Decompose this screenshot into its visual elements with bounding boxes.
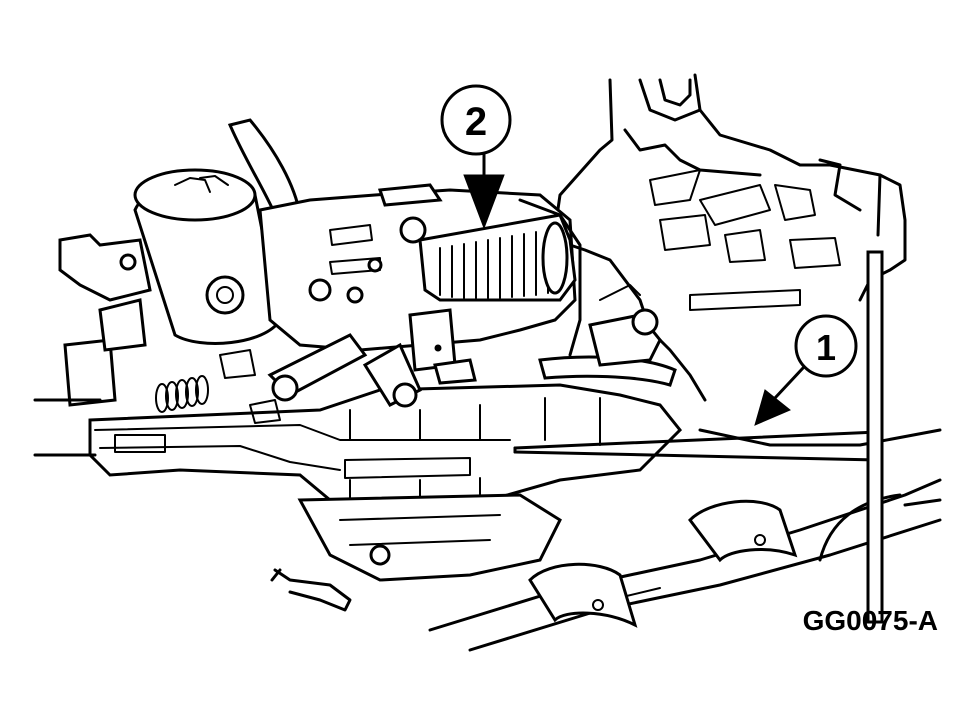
link-pin-right — [392, 382, 418, 408]
callout-arrows — [463, 148, 805, 426]
alignment-tool — [513, 250, 884, 624]
callout-2-arrowhead — [463, 174, 505, 230]
lock-cylinder-housing — [133, 118, 302, 345]
clamp-bolt-hole — [592, 599, 604, 611]
callout-1-arrowhead — [754, 389, 791, 426]
clamp-bolt-hole — [754, 534, 766, 546]
callout-2-circle — [440, 84, 512, 156]
lower-body-block — [270, 493, 562, 612]
figure-id: GG0075-A — [803, 605, 938, 636]
cylinder-pivot — [205, 275, 245, 315]
coil-spring — [418, 198, 582, 357]
bracket-bolt — [119, 253, 137, 271]
link-pin-left — [271, 374, 299, 402]
pivot-pin — [369, 544, 391, 566]
left-bracket — [33, 233, 152, 457]
right-housing-casting — [553, 73, 907, 402]
plate-hole — [367, 257, 383, 273]
callout-1-number: 1 — [816, 327, 836, 368]
alignment-tool-handle — [866, 250, 884, 624]
callout-1: 1 — [794, 314, 858, 378]
plate-pin — [308, 278, 332, 302]
connecting-links — [219, 333, 422, 424]
left-return-spring — [155, 375, 209, 413]
rail-clamp-right — [688, 499, 798, 563]
rail-clamp-left — [528, 562, 638, 628]
latch-pivot — [631, 308, 659, 336]
callout-2-number: 2 — [465, 100, 487, 144]
latch-lever — [538, 284, 677, 387]
callout-1-circle — [794, 314, 858, 378]
callout-2: 2 — [440, 84, 512, 156]
plate-pin-small — [346, 286, 364, 304]
spring-anchor-pin — [399, 216, 427, 244]
